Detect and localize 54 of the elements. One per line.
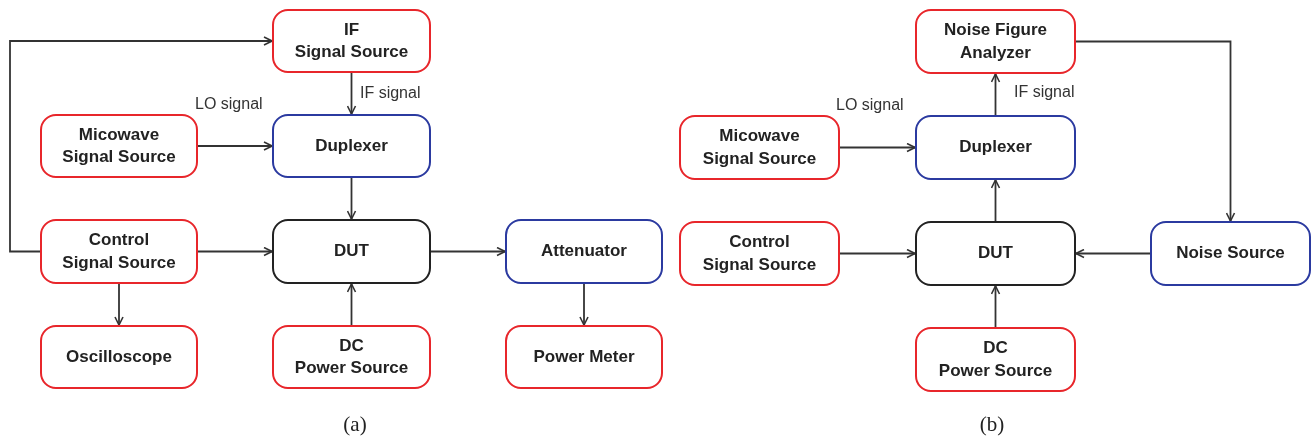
block-label: Noise Figure Analyzer bbox=[944, 19, 1047, 64]
block-label: Duplexer bbox=[959, 136, 1032, 159]
block-label: IF Signal Source bbox=[294, 18, 409, 63]
block-box bbox=[272, 325, 431, 389]
arrow bbox=[1075, 40, 1236, 222]
block-label: Attenuator bbox=[541, 240, 627, 263]
block-box bbox=[915, 327, 1076, 392]
block-label: DUT bbox=[978, 242, 1013, 265]
block-box bbox=[272, 114, 431, 178]
arrow bbox=[839, 142, 916, 153]
block-box bbox=[679, 221, 840, 286]
arrow bbox=[990, 179, 1001, 222]
block-label: Control Signal Source bbox=[62, 229, 176, 274]
block-label: Micowave Signal Source bbox=[702, 125, 817, 170]
arrow bbox=[430, 246, 506, 257]
block-box bbox=[272, 219, 431, 284]
block-box bbox=[915, 115, 1076, 180]
block-box bbox=[915, 9, 1076, 74]
block-box bbox=[1150, 221, 1311, 286]
block-label: Power Meter bbox=[533, 345, 635, 368]
block-box bbox=[272, 9, 431, 73]
edge-label: LO signal bbox=[836, 96, 904, 114]
block-box bbox=[40, 219, 198, 284]
arrow bbox=[197, 246, 273, 257]
block-label: DC Power Source bbox=[938, 337, 1053, 382]
block-box bbox=[915, 221, 1076, 286]
arrow bbox=[990, 285, 1001, 328]
block-box bbox=[40, 114, 198, 178]
panel-caption: (a) bbox=[343, 412, 367, 437]
arrow bbox=[1075, 248, 1151, 259]
block-label: DC Power Source bbox=[294, 334, 409, 379]
block-label: Oscilloscope bbox=[66, 345, 172, 368]
panel-caption: (b) bbox=[979, 412, 1005, 437]
arrow bbox=[346, 72, 357, 115]
block-label: Micowave Signal Source bbox=[62, 123, 176, 168]
arrow bbox=[839, 248, 916, 259]
arrow bbox=[346, 177, 357, 220]
block-label: Noise Source bbox=[1176, 242, 1285, 265]
block-box bbox=[679, 115, 840, 180]
edge-label: IF signal bbox=[360, 84, 421, 102]
block-label: Duplexer bbox=[315, 134, 388, 157]
block-label: DUT bbox=[334, 240, 369, 263]
arrow bbox=[579, 283, 589, 326]
arrow bbox=[990, 73, 1001, 116]
edge-label: LO signal bbox=[195, 95, 263, 113]
arrow bbox=[114, 283, 124, 326]
arrow bbox=[346, 283, 357, 326]
edge-label: IF signal bbox=[1014, 83, 1075, 101]
block-box bbox=[505, 219, 663, 284]
block-box bbox=[505, 325, 663, 389]
block-label: Control Signal Source bbox=[702, 231, 817, 276]
arrow bbox=[197, 141, 273, 151]
arrow bbox=[9, 36, 273, 253]
block-box bbox=[40, 325, 198, 389]
